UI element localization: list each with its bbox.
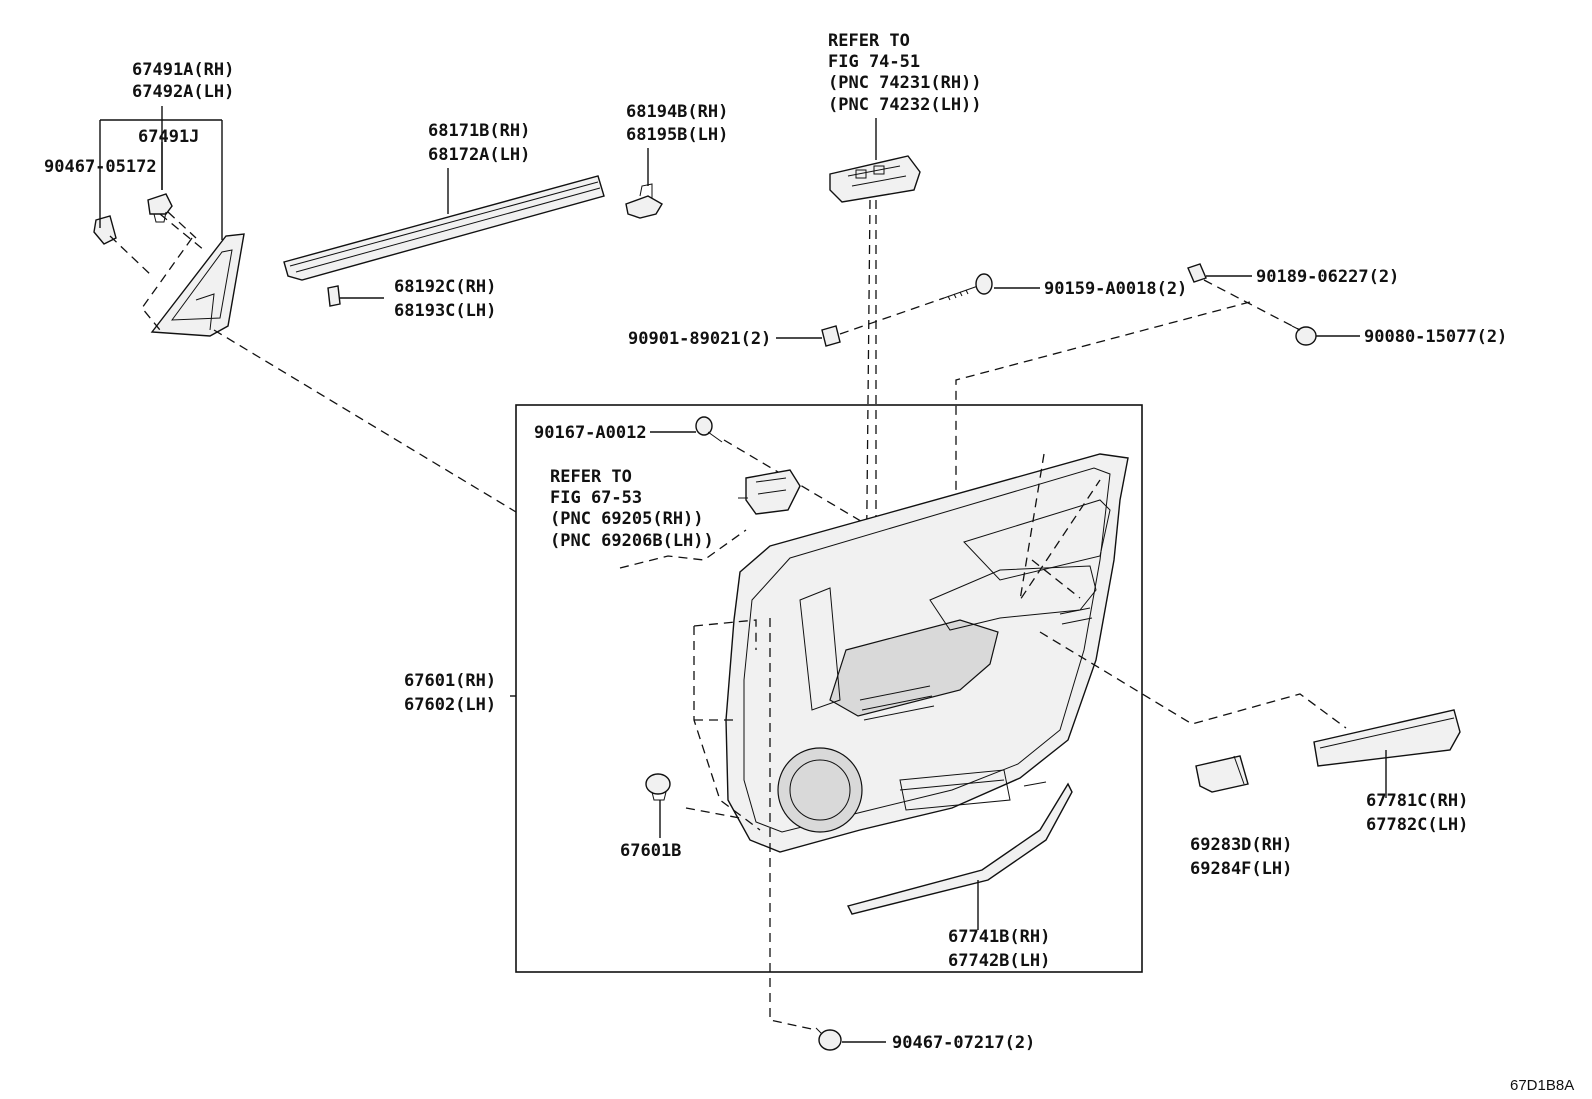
lower-moulding-part [846, 782, 1073, 915]
callout-90080-15077: 90080-15077(2) [1364, 327, 1507, 347]
callout-69284f-lh: 69284F(LH) [1190, 859, 1292, 879]
callout-90901-89021: 90901-89021(2) [628, 329, 771, 349]
screw-90159-part [943, 273, 993, 301]
callout-68172a-lh: 68172A(LH) [428, 145, 530, 165]
refer-fig67-line1: REFER TO [550, 467, 632, 487]
clip-90901-part [821, 325, 841, 347]
refer-fig67-line2: FIG 67-53 [550, 488, 642, 508]
inside-handle-part [738, 469, 801, 515]
clip-67601b-part [645, 773, 671, 801]
callout-67601b: 67601B [620, 841, 681, 861]
refer-fig74-line4: (PNC 74232(LH)) [828, 95, 982, 115]
callout-69283d-rh: 69283D(RH) [1190, 835, 1292, 855]
refer-fig67-line4: (PNC 69206B(LH)) [550, 531, 714, 551]
callout-67781c-rh: 67781C(RH) [1366, 791, 1468, 811]
belt-moulding-part [283, 175, 605, 281]
bracket-68194b-part [625, 183, 663, 219]
callout-67491j: 67491J [138, 127, 199, 147]
callout-67492a-lh: 67492A(LH) [132, 82, 234, 102]
refer-fig74-line2: FIG 74-51 [828, 52, 920, 72]
callout-90167-a0012: 90167-A0012 [534, 423, 647, 443]
front-garnish-part [150, 233, 245, 337]
callout-68171b-rh: 68171B(RH) [428, 121, 530, 141]
clip-68192c-part [327, 285, 341, 307]
callout-90467-07217: 90467-07217(2) [892, 1033, 1035, 1053]
clip-90467-05172-part [93, 215, 117, 245]
callout-90189-06227: 90189-06227(2) [1256, 267, 1399, 287]
clip-90467-07217-part [815, 1027, 842, 1051]
figure-code: 67D1B8A [1510, 1077, 1574, 1094]
nut-90189-part [1187, 263, 1207, 283]
clip-90080-part [1291, 325, 1317, 346]
callout-68195b-lh: 68195B(LH) [626, 125, 728, 145]
callout-67601-rh: 67601(RH) [404, 671, 496, 691]
door-trim-panel-part [725, 453, 1129, 853]
armrest-pad-67781c-part [1313, 709, 1461, 767]
refer-fig67-line3: (PNC 69205(RH)) [550, 509, 704, 529]
door-trim-assembly-frame [515, 404, 1143, 973]
callout-67782c-lh: 67782C(LH) [1366, 815, 1468, 835]
callout-68193c-lh: 68193C(LH) [394, 301, 496, 321]
cap-69283d-part [1195, 755, 1249, 793]
callout-67742b-lh: 67742B(LH) [948, 951, 1050, 971]
callout-90159-a0018: 90159-A0018(2) [1044, 279, 1187, 299]
screw-90167-part [695, 416, 723, 443]
callout-90467-05172: 90467-05172 [44, 157, 157, 177]
clip-67491j-part [147, 193, 173, 223]
callout-67741b-rh: 67741B(RH) [948, 927, 1050, 947]
refer-fig74-line1: REFER TO [828, 31, 910, 51]
callout-67602-lh: 67602(LH) [404, 695, 496, 715]
callout-68192c-rh: 68192C(RH) [394, 277, 496, 297]
power-window-switch-part [829, 155, 921, 203]
callout-67491a-rh: 67491A(RH) [132, 60, 234, 80]
callout-68194b-rh: 68194B(RH) [626, 102, 728, 122]
refer-fig74-line3: (PNC 74231(RH)) [828, 73, 982, 93]
